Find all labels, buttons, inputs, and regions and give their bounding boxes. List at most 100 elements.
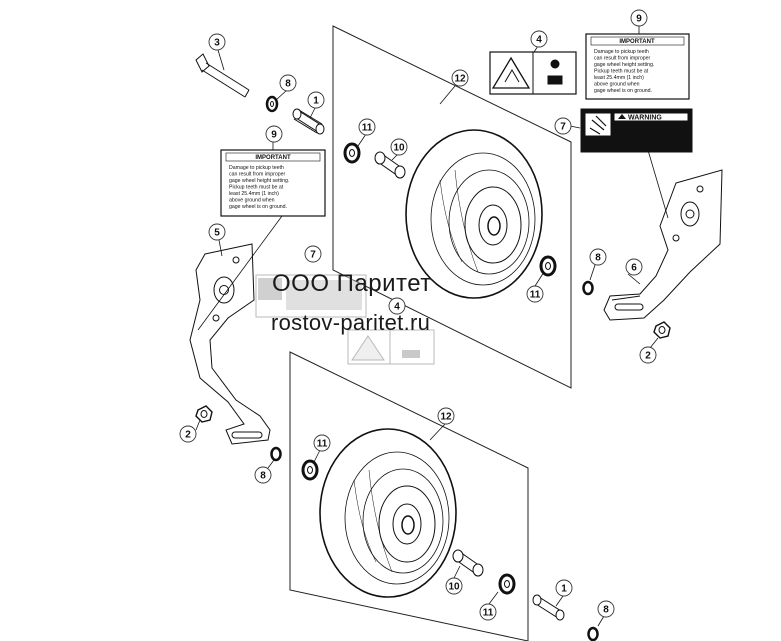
watermark-company: ООО Паритет [272,270,432,297]
callout-label: 8 [595,253,601,264]
callout-8: 8 [254,466,272,484]
callout-circle [208,223,226,241]
washer-lower-right [587,626,599,641]
decal-important-top-right [585,33,690,100]
callout-circle [589,248,607,266]
callout-circle [625,258,643,276]
callout-circle [437,407,455,425]
callout-label: 8 [260,471,266,482]
decal-text-warning: WARNING [618,114,662,122]
decal-text-top-right: IMPORTANT Damage to pickup teeth can res… [594,39,655,94]
bracket-right [603,169,723,321]
callout-10: 10 [445,577,463,595]
callout-label: 2 [645,351,651,362]
callout-label: 5 [214,228,220,239]
important-line-6: above ground when [229,198,275,204]
spacer-tube-upper [292,108,325,135]
callout-circle [526,285,544,303]
important-line-3: gage wheel height setting. [229,178,289,184]
important-line-1: Damage to pickup teeth [229,165,284,171]
important-line-3: gage wheel height setting. [594,62,654,68]
callout-circle [313,434,331,452]
nut-left [195,405,213,423]
important-line-5: least 25.4mm (1 inch) [594,75,644,81]
callout-circle [445,577,463,595]
callout-label: 11 [483,608,494,619]
callout-label: 12 [454,74,466,85]
bolt-upper [195,53,250,98]
important-line-7: gage wheel is on ground. [594,88,652,94]
decal-text-left: IMPORTANT Damage to pickup teeth can res… [229,155,291,210]
bushing-lower-left [301,459,319,481]
important-line-7: gage wheel is on ground. [229,204,287,210]
callout-1: 1 [555,579,573,597]
callout-7: 7 [554,117,572,135]
wheel-upper [405,129,543,299]
callout-label: 7 [560,122,566,133]
important-title: IMPORTANT [619,39,655,45]
callout-label: 4 [536,35,542,46]
callout-8: 8 [597,600,615,618]
callout-4: 4 [530,30,548,48]
nut-right [653,321,671,339]
callout-circle [279,74,297,92]
callout-label: 11 [530,290,541,301]
callout-label: 10 [448,582,460,593]
callout-5: 5 [208,223,226,241]
callout-label: 9 [271,130,277,141]
callout-circle [479,603,497,621]
bushing-upper-left [343,142,361,164]
callout-6: 6 [625,258,643,276]
callout-label: 1 [561,584,567,595]
callout-3: 3 [208,33,226,51]
callout-12: 12 [451,69,469,87]
washer-upper-left [265,95,279,113]
callout-label: 3 [214,38,220,49]
callout-label: 9 [636,14,642,25]
callout-circle [388,297,406,315]
callout-circle [390,138,408,156]
callout-circle [307,91,325,109]
bushing-upper-right [539,255,557,277]
important-line-4: Pickup teeth must be at [594,69,649,75]
callout-11: 11 [526,285,544,303]
spacer-lower [452,549,484,577]
callout-circle [265,125,283,143]
callout-2: 2 [179,425,197,443]
callout-8: 8 [589,248,607,266]
washer-lower-left [270,446,282,462]
wheel-lower [319,428,457,598]
important-line-5: least 25.4mm (1 inch) [229,191,279,197]
decal-pickup-ghost [347,329,435,365]
callout-8: 8 [279,74,297,92]
bracket-left [189,243,271,445]
important-title: IMPORTANT [255,155,291,161]
callout-10: 10 [390,138,408,156]
callout-label: 1 [313,96,319,107]
callout-circle [639,346,657,364]
decal-pickup-top [489,51,577,95]
callout-circle [597,600,615,618]
callout-circle [530,30,548,48]
callout-circle [254,466,272,484]
important-line-2: can result from improper [594,56,650,62]
callout-circle [451,69,469,87]
callout-label: 8 [603,605,609,616]
leader-lines [195,26,669,627]
callout-label: 4 [394,302,400,313]
watermark-url: rostov-paritet.ru [271,310,431,335]
callout-label: 10 [393,143,405,154]
important-line-6: above ground when [594,82,640,88]
callout-2: 2 [639,346,657,364]
callout-11: 11 [358,118,376,136]
callout-11: 11 [313,434,331,452]
callout-circle [208,33,226,51]
spacer-tube-lower [532,594,565,621]
bushing-lower-right [498,573,516,595]
callout-label: 6 [631,263,637,274]
callout-label: 12 [440,412,452,423]
callout-circle [358,118,376,136]
callout-9: 9 [265,125,283,143]
important-line-1: Damage to pickup teeth [594,49,649,55]
